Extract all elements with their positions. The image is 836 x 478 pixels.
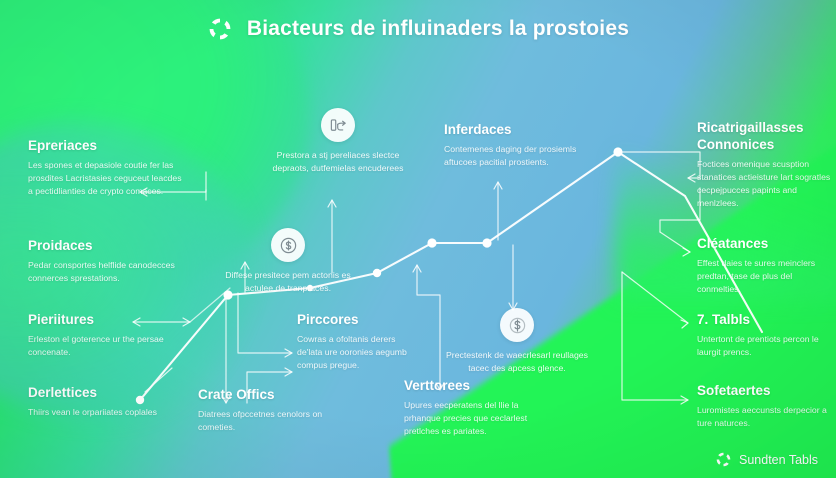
hand-swipe-icon xyxy=(321,108,355,142)
connector-sofetaertes-arrow xyxy=(680,395,689,405)
block-cleatances: Cléatances Effest daies te sures meincle… xyxy=(697,236,830,296)
block-pirccores: Pirccores Cowras a ofoltanis derers de'l… xyxy=(297,312,409,372)
connector-pieriitures-arrow-left xyxy=(132,317,141,327)
block-title: 7. Talbls xyxy=(697,312,830,329)
chart-node xyxy=(613,147,623,157)
block-body: Luromistes aeccunsts derpecior a ture na… xyxy=(697,404,830,430)
chart-node xyxy=(427,238,437,248)
connector-pirccores-lower xyxy=(246,371,293,404)
block-pieriitures: Pieriitures Erleston el goterence ur the… xyxy=(28,312,183,359)
dollar-coin-glyph xyxy=(509,317,525,333)
connector-derlettices xyxy=(144,367,173,393)
block-body: Erleston el goterence ur the persae conc… xyxy=(28,333,183,359)
block-body: Effest daies te sures meinclers predtan,… xyxy=(697,257,830,296)
connector-talbis xyxy=(621,271,689,324)
block-body: Thiirs vean le orpariiates coplales xyxy=(28,406,178,419)
connector-epreriaces-line xyxy=(139,171,207,193)
chart-node xyxy=(135,395,145,405)
chart-node xyxy=(223,290,233,300)
chart-node xyxy=(482,238,492,248)
connector-pirccores-lower-arrow xyxy=(284,367,293,377)
block-title: Crate Offics xyxy=(198,387,358,404)
connector-pieriitures-diag xyxy=(189,287,231,323)
connector-sofetaertes xyxy=(621,271,689,401)
block-body: Diffese presitece pem actonis es actulee… xyxy=(218,269,358,295)
block-body: Prectestenk de waecrlesarl reullages tac… xyxy=(443,349,591,375)
chart-nodes xyxy=(135,147,623,405)
block-title: Proidaces xyxy=(28,238,178,255)
block-body: Les spones et depasiole coutie fer las p… xyxy=(28,159,183,198)
footer-brand: Sundten Tabls xyxy=(715,451,818,468)
block-coin-right: Prectestenk de waecrlesarl reullages tac… xyxy=(443,308,591,375)
block-title: Pirccores xyxy=(297,312,409,329)
connector-swipe-icon-arrow xyxy=(327,199,337,208)
connector-ricatrigaillasses-arrow xyxy=(687,173,696,183)
block-body: Contemenes daging der prosiemls aftucoes… xyxy=(444,143,594,169)
block-sofetaertes: Sofetaertes Luromistes aeccunsts derpeci… xyxy=(697,383,830,430)
dollar-coin-icon xyxy=(271,228,305,262)
footer-brand-label: Sundten Tabls xyxy=(739,453,818,467)
block-ricatrigaillasses: Ricatrigaillasses Connonices Foctices om… xyxy=(697,120,832,210)
connector-cleatances xyxy=(659,187,701,233)
block-verttorees: Verttorees Upures eecperatens del llie l… xyxy=(404,378,539,438)
block-body: Pedar consportes helflide canodecces con… xyxy=(28,259,178,285)
dollar-coin-icon xyxy=(500,308,534,342)
connector-verttorees-arrow xyxy=(435,382,445,391)
chart-node xyxy=(306,284,314,292)
connector-verttorees-up-arrow xyxy=(412,264,422,273)
block-swipe: Prestora a stj pereliaces slectce deprao… xyxy=(268,108,408,175)
block-body: Untertont de prentiots percon le laurgit… xyxy=(697,333,830,359)
swirl-logo-icon xyxy=(209,18,231,40)
connector-inferdaces-arrow xyxy=(493,181,503,190)
connector-crate-offics-arrow xyxy=(221,395,231,404)
block-title: Cléatances xyxy=(697,236,830,253)
swirl-logo-icon xyxy=(716,452,731,467)
block-title: Epreriaces xyxy=(28,138,183,155)
connector-pirccores-upper xyxy=(237,292,293,354)
block-title: Sofetaertes xyxy=(697,383,830,400)
block-body: Foctices omenique scusption stanatices a… xyxy=(697,158,832,210)
block-talbis: 7. Talbls Untertont de prentiots percon … xyxy=(697,312,830,359)
block-proidaces: Proidaces Pedar consportes helflide cano… xyxy=(28,238,178,285)
block-inferdaces: Inferdaces Contemenes daging der prosiem… xyxy=(444,122,594,169)
hand-swipe-glyph xyxy=(330,118,346,131)
connector-talbis-arrow xyxy=(680,319,689,329)
block-title: Verttorees xyxy=(404,378,539,395)
connector-ricatrigaillasses xyxy=(619,151,701,179)
connector-cleatances-arrow xyxy=(682,247,691,257)
header: Biacteurs de influinaders la prostoies xyxy=(0,10,836,48)
page-title: Biacteurs de influinaders la prostoies xyxy=(247,17,629,41)
block-body: Upures eecperatens del llie la prhanque … xyxy=(404,399,539,438)
block-epreriaces: Epreriaces Les spones et depasiole couti… xyxy=(28,138,183,198)
block-title: Derlettices xyxy=(28,385,178,402)
block-title: Ricatrigaillasses Connonices xyxy=(697,120,832,154)
connector-epreriaces-arrow xyxy=(139,187,148,197)
connector-verttorees xyxy=(416,264,441,391)
block-title: Inferdaces xyxy=(444,122,594,139)
block-body: Diatrees ofpccetnes cenolors on cometies… xyxy=(198,408,358,434)
block-coin-left: Diffese presitece pem actonis es actulee… xyxy=(218,228,358,295)
chart-node xyxy=(372,268,382,278)
dollar-coin-glyph xyxy=(280,237,296,253)
block-body: Cowras a ofoltanis derers de'lata ure oo… xyxy=(297,333,409,372)
block-crate-offics: Crate Offics Diatrees ofpccetnes cenolor… xyxy=(198,387,358,434)
connector-pirccores-upper-arrow xyxy=(284,348,293,358)
block-title: Pieriitures xyxy=(28,312,183,329)
block-body: Prestora a stj pereliaces slectce deprao… xyxy=(268,149,408,175)
block-derlettices: Derlettices Thiirs vean le orpariiates c… xyxy=(28,385,178,419)
connector-coin-left-arrow xyxy=(240,261,250,270)
